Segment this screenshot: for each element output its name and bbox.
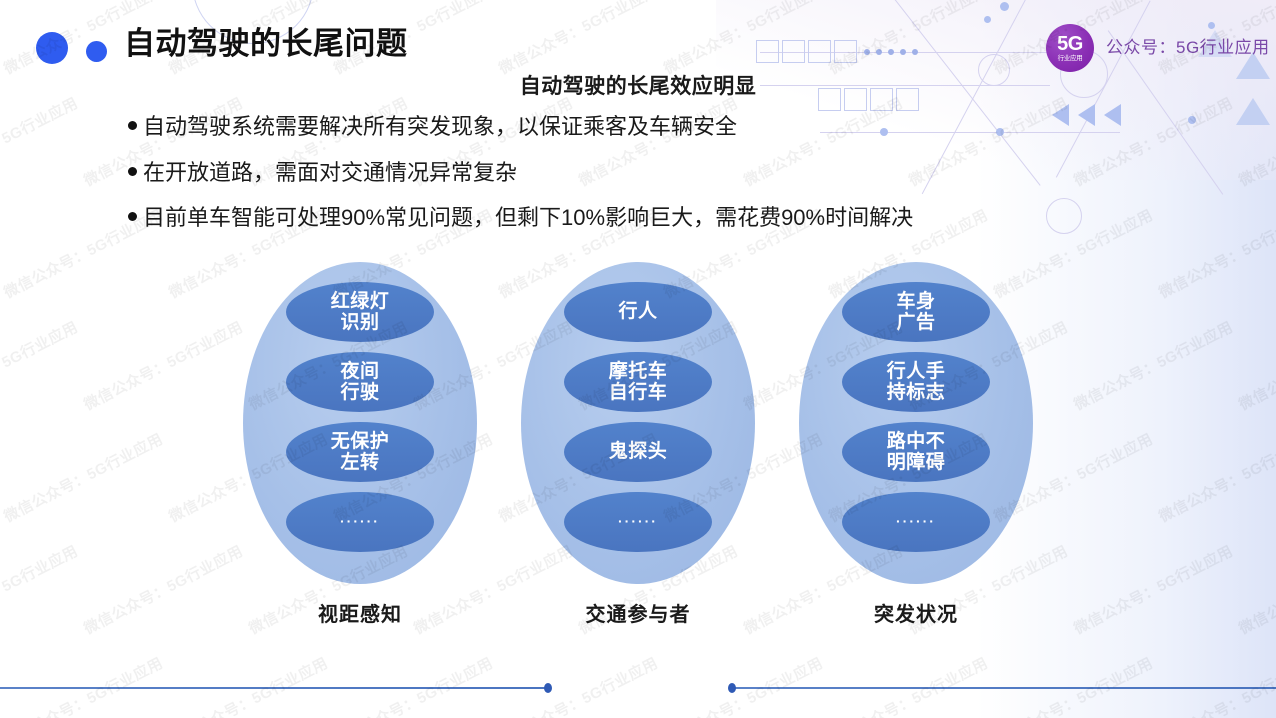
watermark-text: 微信公众号：5G行业应用 (826, 0, 991, 78)
category-pill: 红绿灯 识别 (286, 282, 434, 342)
bullet-item: 自动驾驶系统需要解决所有突发现象，以保证乘客及车辆安全 (128, 112, 1128, 142)
watermark-text: 微信公众号：5G行业应用 (0, 94, 81, 190)
footer-rule-dot-left (544, 683, 552, 693)
category-pill: 车身 广告 (842, 282, 990, 342)
category-group: 车身 广告 行人手 持标志 路中不 明障碍 ······ 突发状况 (799, 262, 1033, 627)
watermark-text: 微信公众号：5G行业应用 (0, 0, 1, 79)
bullet-dot-icon (128, 121, 137, 130)
watermark-text: 微信公众号：5G行业应用 (331, 654, 496, 718)
title-bullet-dot-small (86, 41, 107, 62)
category-label: 突发状况 (874, 604, 958, 626)
page-title: 自动驾驶的长尾问题 (124, 26, 408, 61)
watermark-text: 微信公众号：5G行业应用 (661, 654, 826, 718)
title-bullet-dot-large (36, 32, 68, 64)
watermark-text: 微信公众号：5G行业应用 (1156, 654, 1276, 718)
category-pill: 摩托车 自行车 (564, 352, 712, 412)
bullet-item: 在开放道路，需面对交通情况异常复杂 (128, 158, 1128, 188)
bullet-text: 目前单车智能可处理90%常见问题，但剩下10%影响巨大，需花费90%时间解决 (143, 205, 914, 231)
category-pill: 行人 (564, 282, 712, 342)
badge-sub-text: 行业应用 (1057, 54, 1083, 62)
category-oval: 行人 摩托车 自行车 鬼探头 ······ (521, 262, 755, 584)
watermark-text: 微信公众号：5G行业应用 (0, 652, 1, 718)
category-pill: 夜间 行驶 (286, 352, 434, 412)
bullet-item: 目前单车智能可处理90%常见问题，但剩下10%影响巨大，需花费90%时间解决 (128, 203, 1128, 233)
watermark-text: 微信公众号：5G行业应用 (991, 654, 1156, 718)
watermark-text: 微信公众号：5G行业应用 (496, 0, 661, 78)
category-pill: 无保护 左转 (286, 422, 434, 482)
category-group: 红绿灯 识别 夜间 行驶 无保护 左转 ······ 视距感知 (243, 262, 477, 627)
page-subtitle: 自动驾驶的长尾效应明显 (519, 75, 757, 98)
category-pill: 路中不 明障碍 (842, 422, 990, 482)
bullet-dot-icon (128, 166, 137, 176)
watermark-text: 微信公众号：5G行业应用 (826, 654, 991, 718)
footer-rule-right (730, 687, 1276, 689)
badge-main-text: 5G (1057, 32, 1083, 55)
watermark-text: 微信公众号：5G行业应用 (1236, 94, 1276, 190)
watermark-text: 微信公众号：5G行业应用 (496, 654, 661, 718)
bullet-text: 在开放道路，需面对交通情况异常复杂 (143, 159, 518, 185)
watermark-text: 微信公众号：5G行业应用 (166, 654, 331, 718)
footer-rule-left (0, 687, 548, 689)
category-oval: 红绿灯 识别 夜间 行驶 无保护 左转 ······ (243, 262, 477, 584)
category-pill-ellipsis: ······ (286, 492, 434, 552)
category-pill: 行人手 持标志 (842, 352, 990, 412)
account-label: 公众号：5G行业应用 (1106, 38, 1270, 57)
category-label: 交通参与者 (585, 604, 691, 626)
bullet-text: 自动驾驶系统需要解决所有突发现象，以保证乘客及车辆安全 (143, 114, 738, 139)
brand-5g-badge: 5G 行业应用 (1046, 24, 1094, 72)
category-group-container: 红绿灯 识别 夜间 行驶 无保护 左转 ······ 视距感知 行人 摩托车 自… (0, 262, 1276, 627)
category-pill-ellipsis: ······ (564, 492, 712, 552)
footer-rule-dot-right (728, 683, 736, 693)
category-pill-ellipsis: ······ (842, 492, 990, 552)
bullet-dot-icon (128, 212, 137, 222)
category-group: 行人 摩托车 自行车 鬼探头 ······ 交通参与者 (521, 262, 755, 627)
watermark-text: 微信公众号：5G行业应用 (1, 654, 166, 718)
category-label: 视距感知 (318, 604, 402, 626)
category-oval: 车身 广告 行人手 持标志 路中不 明障碍 ······ (799, 262, 1033, 584)
bullet-list: 自动驾驶系统需要解决所有突发现象，以保证乘客及车辆安全 在开放道路，需面对交通情… (128, 112, 1128, 249)
category-pill: 鬼探头 (564, 422, 712, 482)
watermark-text: 微信公众号：5G行业应用 (661, 0, 826, 78)
